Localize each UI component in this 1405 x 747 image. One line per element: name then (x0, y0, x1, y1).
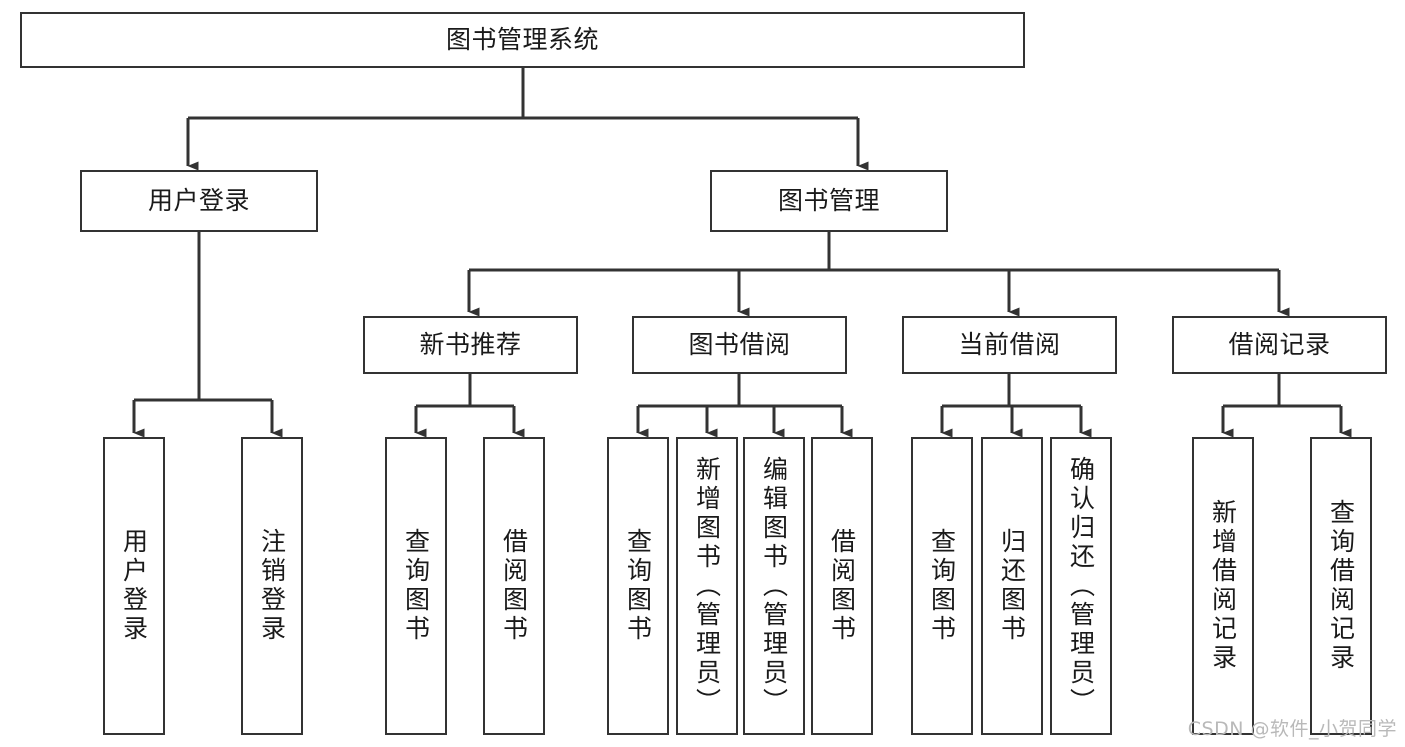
node-new-book-recommend-label: 新书推荐 (419, 329, 522, 359)
node-leaf-add-book-admin[interactable]: 新增图书（管理员） (676, 437, 738, 735)
node-leaf-user-logout-label: 注销登录 (257, 528, 287, 644)
node-leaf-borrow-books-recommend[interactable]: 借阅图书 (483, 437, 545, 735)
node-leaf-user-login[interactable]: 用户登录 (103, 437, 165, 735)
node-borrow-record-label: 借阅记录 (1228, 329, 1331, 359)
node-leaf-add-book-admin-label: 新增图书（管理员） (692, 455, 722, 717)
node-leaf-query-books-recommend-label: 查询图书 (401, 528, 431, 644)
node-book-borrow[interactable]: 图书借阅 (632, 316, 847, 374)
node-leaf-query-books-borrow-label: 查询图书 (623, 528, 653, 644)
node-leaf-borrow-books-borrow[interactable]: 借阅图书 (811, 437, 873, 735)
node-book-management[interactable]: 图书管理 (710, 170, 948, 232)
node-leaf-query-borrow-record[interactable]: 查询借阅记录 (1310, 437, 1372, 735)
node-leaf-return-books-label: 归还图书 (997, 528, 1027, 644)
node-borrow-record[interactable]: 借阅记录 (1172, 316, 1387, 374)
node-leaf-query-books-current[interactable]: 查询图书 (911, 437, 973, 735)
node-leaf-confirm-return-admin[interactable]: 确认归还（管理员） (1050, 437, 1112, 735)
csdn-watermark: CSDN @软件_小贺同学 (1187, 718, 1397, 740)
node-leaf-add-borrow-record-label: 新增借阅记录 (1208, 499, 1238, 673)
node-leaf-query-books-borrow[interactable]: 查询图书 (607, 437, 669, 735)
node-current-borrow-label: 当前借阅 (958, 329, 1061, 359)
node-root[interactable]: 图书管理系统 (20, 12, 1025, 68)
node-book-borrow-label: 图书借阅 (688, 329, 791, 359)
node-leaf-return-books[interactable]: 归还图书 (981, 437, 1043, 735)
node-leaf-borrow-books-borrow-label: 借阅图书 (827, 528, 857, 644)
node-leaf-user-logout[interactable]: 注销登录 (241, 437, 303, 735)
node-current-borrow[interactable]: 当前借阅 (902, 316, 1117, 374)
node-leaf-query-borrow-record-label: 查询借阅记录 (1326, 499, 1356, 673)
node-leaf-edit-book-admin[interactable]: 编辑图书（管理员） (743, 437, 805, 735)
node-leaf-add-borrow-record[interactable]: 新增借阅记录 (1192, 437, 1254, 735)
node-user-login[interactable]: 用户登录 (80, 170, 318, 232)
node-root-label: 图书管理系统 (445, 24, 599, 54)
node-user-login-label: 用户登录 (147, 185, 250, 215)
node-leaf-query-books-current-label: 查询图书 (927, 528, 957, 644)
node-leaf-borrow-books-recommend-label: 借阅图书 (499, 528, 529, 644)
node-leaf-user-login-label: 用户登录 (119, 528, 149, 644)
node-leaf-edit-book-admin-label: 编辑图书（管理员） (759, 455, 789, 717)
node-leaf-query-books-recommend[interactable]: 查询图书 (385, 437, 447, 735)
node-book-management-label: 图书管理 (777, 185, 880, 215)
node-new-book-recommend[interactable]: 新书推荐 (363, 316, 578, 374)
node-leaf-confirm-return-admin-label: 确认归还（管理员） (1066, 455, 1096, 717)
